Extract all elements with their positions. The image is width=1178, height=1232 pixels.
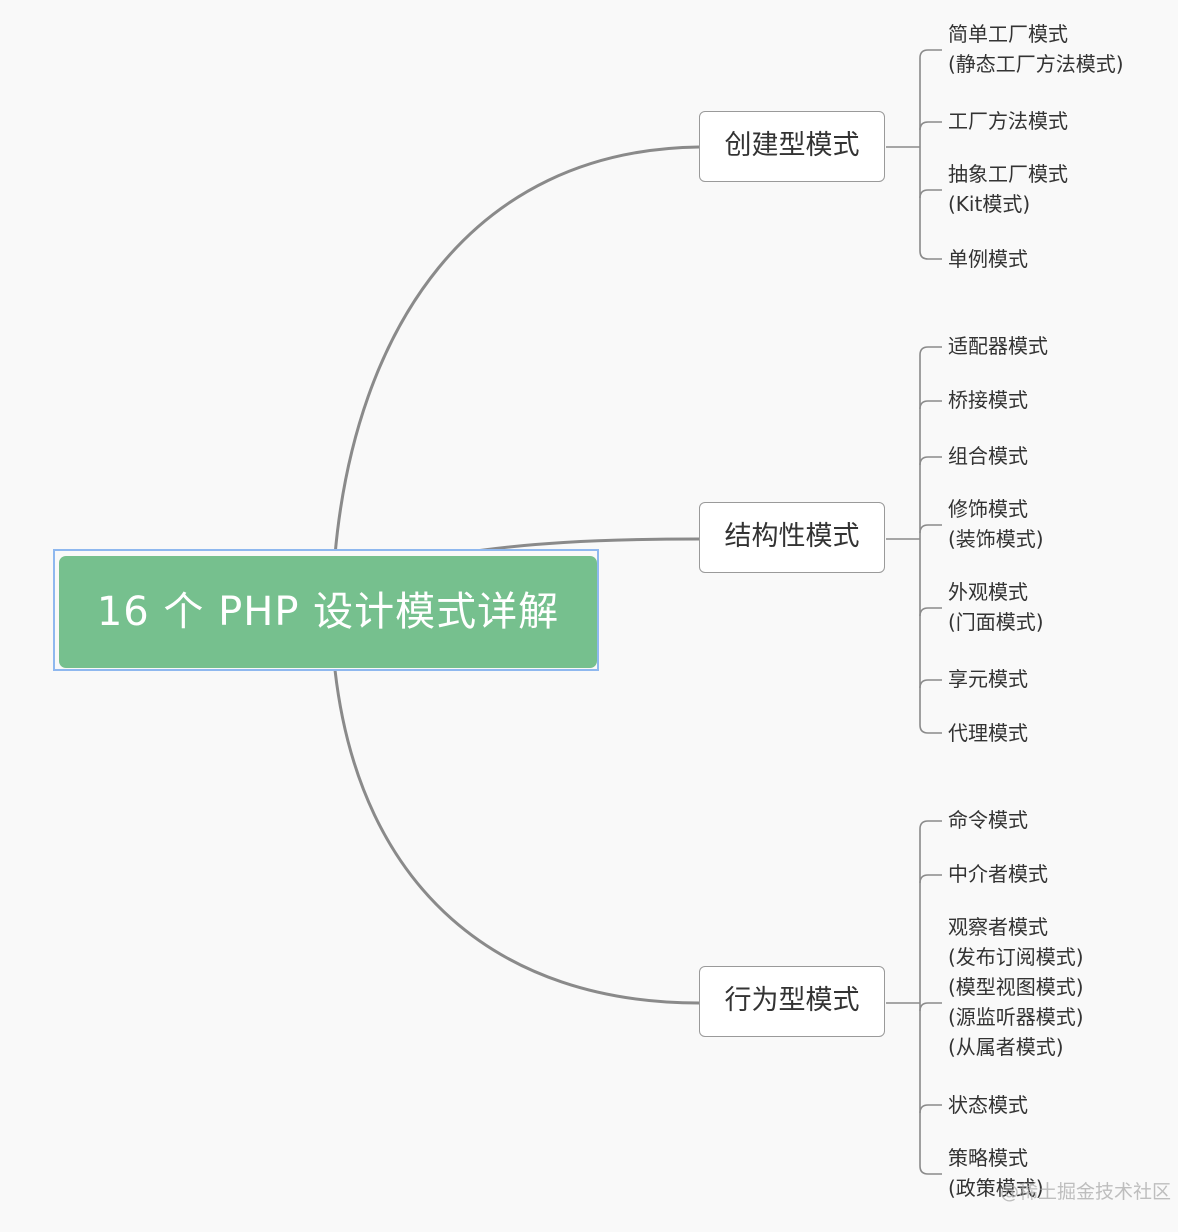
connector-structural-leaf-3 <box>919 524 942 534</box>
leaf-flyweight[interactable]: 享元模式 <box>948 667 1028 691</box>
connector-behavioral-leaf-3 <box>919 1104 942 1114</box>
leaf-composite[interactable]: 组合模式 <box>948 444 1028 468</box>
connector-structural-leaf-0 <box>919 346 942 356</box>
leaf-bridge[interactable]: 桥接模式 <box>948 388 1028 412</box>
connector-structural-leaf-1 <box>919 400 942 410</box>
connector-structural-leaf-4 <box>919 607 942 617</box>
connector-creational-leaf-3 <box>919 250 942 260</box>
branch-behavioral[interactable]: 行为型模式 <box>699 966 885 1037</box>
connector-root-behavioral <box>333 669 700 1005</box>
leaf-mediator[interactable]: 中介者模式 <box>948 862 1048 886</box>
connector-behavioral-leaf-4 <box>919 1165 942 1175</box>
leaf-state[interactable]: 状态模式 <box>948 1093 1028 1117</box>
leaf-decorator[interactable]: 修饰模式 (装饰模式) <box>948 497 1044 551</box>
branch-structural[interactable]: 结构性模式 <box>699 502 885 573</box>
root-topic[interactable]: 16 个 PHP 设计模式详解 <box>59 556 597 668</box>
connector-creational-leaf-2 <box>919 189 942 199</box>
leaf-abstract-factory[interactable]: 抽象工厂模式 (Kit模式) <box>948 162 1068 216</box>
connector-structural-leaf-2 <box>919 456 942 466</box>
watermark: @稀土掘金技术社区 <box>1000 1181 1172 1203</box>
leaf-factory-method[interactable]: 工厂方法模式 <box>948 109 1068 133</box>
leaf-strategy[interactable]: 策略模式 (政策模式) <box>948 1146 1044 1200</box>
leaf-command[interactable]: 命令模式 <box>948 808 1028 832</box>
connector-behavioral-leaf-2 <box>919 1002 942 1012</box>
leaf-proxy[interactable]: 代理模式 <box>948 721 1028 745</box>
leaf-adapter[interactable]: 适配器模式 <box>948 334 1048 358</box>
connector-structural-leaf-5 <box>919 679 942 689</box>
connector-creational-leaf-1 <box>919 121 942 131</box>
connector-behavioral-leaf-1 <box>919 874 942 884</box>
connector-structural-leaf-6 <box>919 724 942 734</box>
branch-creational[interactable]: 创建型模式 <box>699 111 885 182</box>
leaf-simple-factory[interactable]: 简单工厂模式 (静态工厂方法模式) <box>948 22 1124 76</box>
connector-behavioral-leaf-0 <box>919 820 942 830</box>
leaf-singleton[interactable]: 单例模式 <box>948 247 1028 271</box>
connector-creational-leaf-0 <box>919 49 942 59</box>
leaf-observer[interactable]: 观察者模式 (发布订阅模式) (模型视图模式) (源监听器模式) (从属者模式) <box>948 915 1084 1059</box>
connector-root-creational <box>333 145 700 556</box>
leaf-facade[interactable]: 外观模式 (门面模式) <box>948 580 1044 634</box>
